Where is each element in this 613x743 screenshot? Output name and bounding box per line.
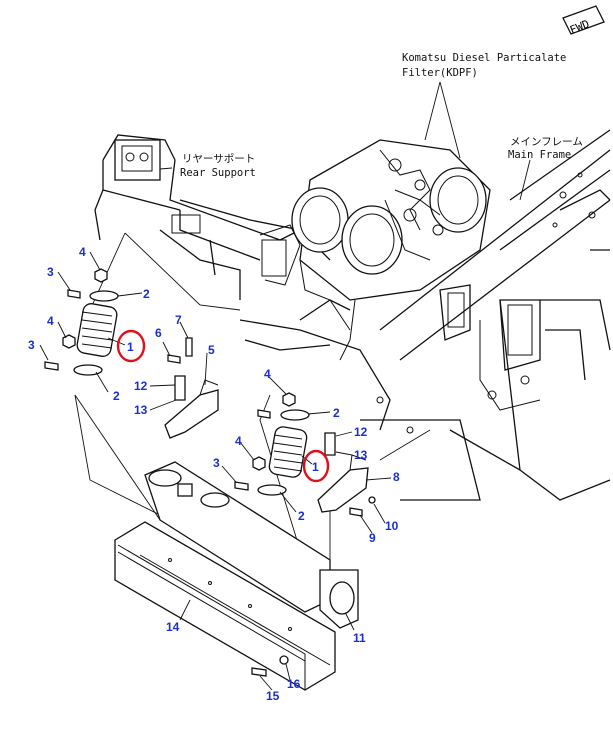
callout-11: 11 bbox=[353, 631, 366, 645]
callout-15: 15 bbox=[266, 689, 280, 703]
fwd-badge: FWD bbox=[562, 5, 605, 37]
main-frame-label-jp: メインフレーム bbox=[510, 136, 583, 148]
callout-6: 6 bbox=[155, 326, 162, 340]
callout-3: 3 bbox=[28, 338, 35, 352]
exhaust-hose-center bbox=[268, 426, 308, 478]
callout-leaders bbox=[39, 251, 392, 691]
trough-cover bbox=[114, 521, 336, 691]
callout-9: 9 bbox=[369, 531, 376, 545]
callout-2: 2 bbox=[298, 509, 305, 523]
callout-5: 5 bbox=[208, 343, 215, 357]
bolts-nuts bbox=[44, 268, 296, 491]
callout-4: 4 bbox=[235, 434, 242, 448]
exhaust-pipe-assembly bbox=[144, 461, 359, 629]
callout-7: 7 bbox=[175, 313, 182, 327]
clamps bbox=[73, 290, 310, 496]
highlight-part-1-upper bbox=[116, 329, 146, 363]
callout-8: 8 bbox=[393, 470, 400, 484]
kdpf-label-line1: Komatsu Diesel Particalate bbox=[402, 52, 566, 64]
callout-1-upper: 1 bbox=[127, 340, 134, 354]
callout-2: 2 bbox=[113, 389, 120, 403]
kdpf-label-line2: Filter(KDPF) bbox=[402, 67, 478, 79]
highlight-part-1-center bbox=[302, 449, 330, 483]
bracket-left bbox=[164, 379, 219, 439]
rear-support-label-jp: リヤーサポート bbox=[182, 153, 255, 165]
callout-4: 4 bbox=[79, 245, 86, 259]
callout-numbers: 1 1 2 2 2 2 3 3 3 4 4 4 4 5 6 7 8 9 10 1… bbox=[28, 245, 400, 703]
assembly-leaders bbox=[74, 232, 431, 601]
callout-13: 13 bbox=[354, 448, 368, 462]
highlight-marks bbox=[116, 329, 330, 483]
callout-1-center: 1 bbox=[312, 460, 319, 474]
callout-3: 3 bbox=[47, 265, 54, 279]
callout-3: 3 bbox=[213, 456, 220, 470]
callout-12: 12 bbox=[134, 379, 148, 393]
callout-4: 4 bbox=[47, 314, 54, 328]
callout-2: 2 bbox=[333, 406, 340, 420]
kdpf-assembly bbox=[259, 139, 491, 361]
frame-linkage bbox=[239, 284, 541, 501]
callout-13: 13 bbox=[134, 403, 148, 417]
bracket-right bbox=[317, 454, 369, 513]
bottom-fasteners bbox=[251, 655, 289, 677]
callout-2: 2 bbox=[143, 287, 150, 301]
callout-12: 12 bbox=[354, 425, 368, 439]
main-frame-label-en: Main Frame bbox=[508, 149, 571, 161]
callout-10: 10 bbox=[385, 519, 399, 533]
small-bolts bbox=[167, 337, 376, 517]
callout-14: 14 bbox=[166, 620, 180, 634]
callout-16: 16 bbox=[287, 677, 301, 691]
rear-support-label-en: Rear Support bbox=[180, 167, 256, 179]
callout-4: 4 bbox=[264, 367, 271, 381]
exhaust-hose-upper bbox=[76, 303, 118, 357]
main-frame bbox=[379, 129, 611, 501]
